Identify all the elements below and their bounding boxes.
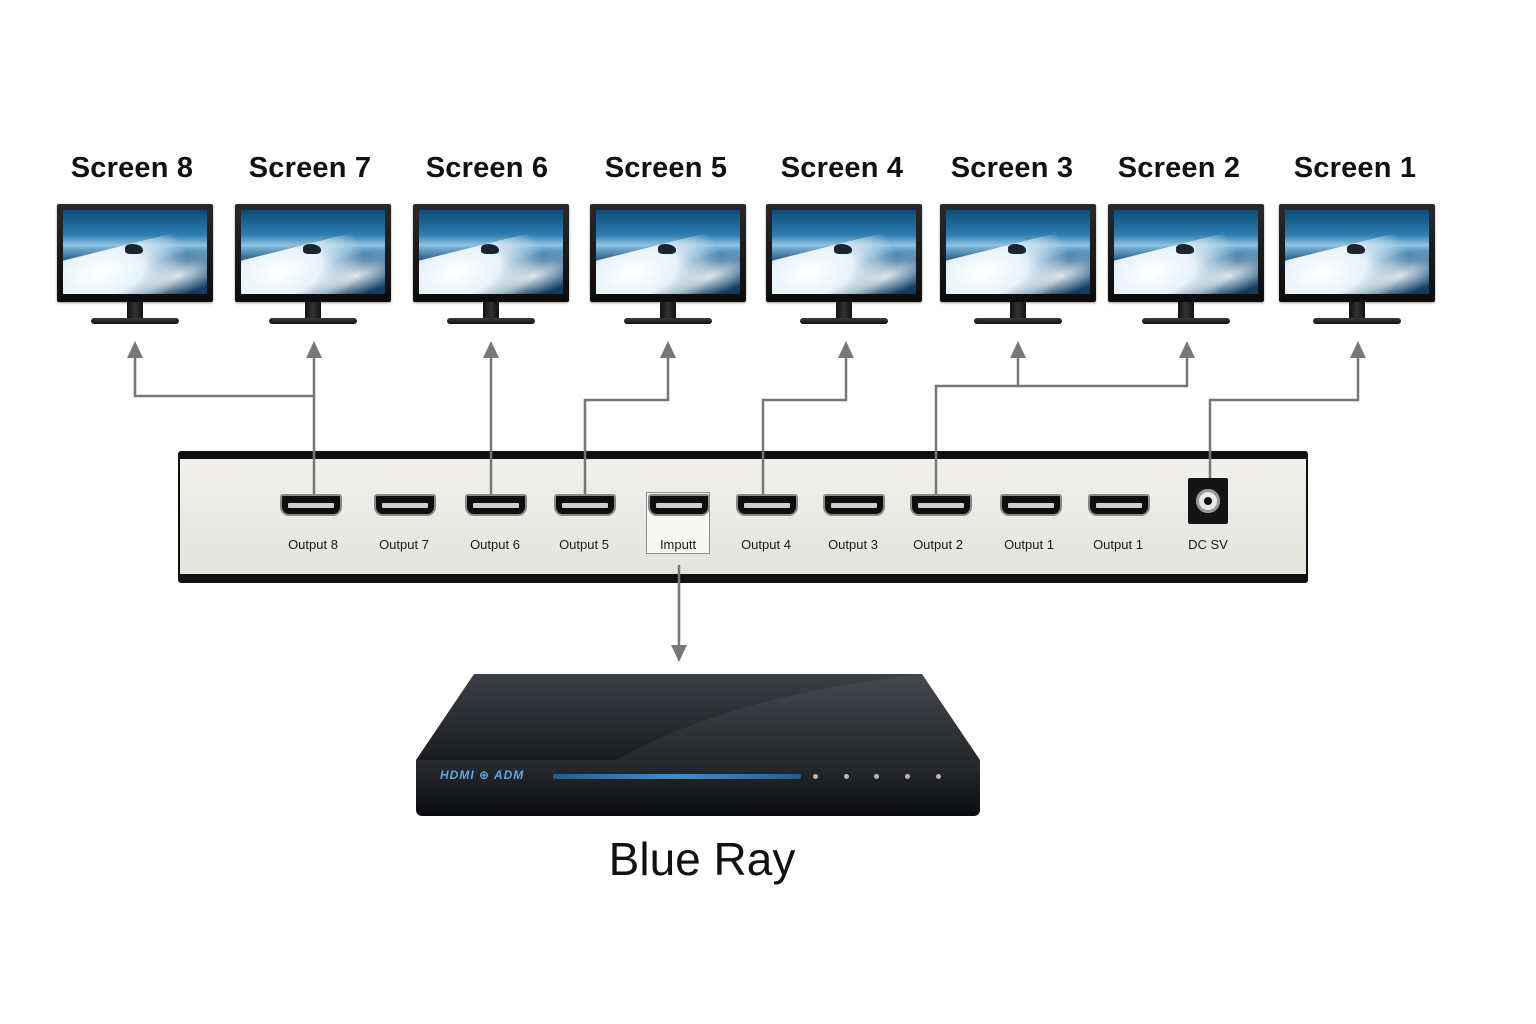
screen-7-label: Screen 7 [248, 152, 372, 184]
screen-3-label: Screen 3 [950, 152, 1074, 184]
wire-output-4 [761, 356, 848, 494]
monitor-bezel [413, 204, 569, 302]
monitor-base [1142, 318, 1230, 324]
port-label-output-7: Output 7 [379, 537, 429, 552]
monitor-bezel [57, 204, 213, 302]
port-label-output-6: Output 6 [470, 537, 520, 552]
monitor-neck [1010, 302, 1026, 318]
monitor-display [596, 210, 740, 294]
arrow-screen-3 [1010, 341, 1026, 358]
player-button-3[interactable] [874, 774, 879, 779]
port-label-output-4: Output 4 [741, 537, 791, 552]
hdmi-port-output-4[interactable] [736, 494, 798, 519]
wire-output-5 [583, 356, 670, 494]
hdmi-port-output-5[interactable] [554, 494, 616, 519]
monitor-neck [1349, 302, 1365, 318]
monitor-base [269, 318, 357, 324]
monitor-screen-1 [1279, 204, 1435, 326]
hdmi-port-output-3[interactable] [823, 494, 885, 519]
hdmi-port-output-1b[interactable] [1088, 494, 1150, 519]
player-button-2[interactable] [844, 774, 849, 779]
player-button-5[interactable] [936, 774, 941, 779]
monitor-bezel [940, 204, 1096, 302]
monitor-display [1114, 210, 1258, 294]
port-label-output-8: Output 8 [288, 537, 338, 552]
port-label-output-1b: Output 1 [1093, 537, 1143, 552]
monitor-screen-7 [235, 204, 391, 326]
monitor-neck [483, 302, 499, 318]
monitor-base [1313, 318, 1401, 324]
player-display-bar [553, 774, 801, 779]
player-button-4[interactable] [905, 774, 910, 779]
monitor-screen-8 [57, 204, 213, 326]
screen-6-label: Screen 6 [425, 152, 549, 184]
monitor-display [772, 210, 916, 294]
player-label: Blue Ray [608, 833, 796, 885]
arrow-screen-7 [306, 341, 322, 358]
wire-output-8-screen-8 [133, 356, 314, 398]
wire-output-2 [934, 356, 1189, 494]
monitor-base [800, 318, 888, 324]
player-top-surface [416, 674, 980, 760]
monitor-display [419, 210, 563, 294]
hdmi-port-input[interactable] [648, 494, 710, 519]
arrow-screen-2 [1179, 341, 1195, 358]
monitor-base [974, 318, 1062, 324]
hdmi-port-output-7[interactable] [374, 494, 436, 519]
arrow-player [671, 645, 687, 662]
screen-2-label: Screen 2 [1117, 152, 1241, 184]
port-label-output-3: Output 3 [828, 537, 878, 552]
monitor-display [63, 210, 207, 294]
port-label-output-5: Output 5 [559, 537, 609, 552]
screen-4-label: Screen 4 [780, 152, 904, 184]
monitor-bezel [235, 204, 391, 302]
player-brand-logo: HDMI ⊕ ADM [440, 768, 525, 782]
monitor-screen-3 [940, 204, 1096, 326]
monitor-screen-2 [1108, 204, 1264, 326]
hdmi-port-output-8[interactable] [280, 494, 342, 519]
dc-power-jack[interactable] [1188, 478, 1228, 524]
monitor-neck [1178, 302, 1194, 318]
screen-8-label: Screen 8 [70, 152, 194, 184]
hdmi-port-output-6[interactable] [465, 494, 527, 519]
arrow-screen-1 [1350, 341, 1366, 358]
splitter-front-panel [180, 459, 1306, 574]
monitor-display [241, 210, 385, 294]
monitor-base [624, 318, 712, 324]
arrow-screen-4 [838, 341, 854, 358]
screen-5-label: Screen 5 [604, 152, 728, 184]
monitor-screen-6 [413, 204, 569, 326]
monitor-bezel [766, 204, 922, 302]
arrow-screen-5 [660, 341, 676, 358]
hdmi-port-output-1a[interactable] [1000, 494, 1062, 519]
monitor-neck [660, 302, 676, 318]
monitor-display [946, 210, 1090, 294]
monitor-screen-4 [766, 204, 922, 326]
screen-1-label: Screen 1 [1293, 152, 1417, 184]
monitor-base [447, 318, 535, 324]
power-label: DC SV [1188, 537, 1228, 552]
hdmi-port-output-2[interactable] [910, 494, 972, 519]
port-label-output-1a: Output 1 [1004, 537, 1054, 552]
port-label-output-2: Output 2 [913, 537, 963, 552]
player-button-1[interactable] [813, 774, 818, 779]
player-front-panel [416, 760, 980, 816]
monitor-bezel [590, 204, 746, 302]
port-label-input: Imputt [659, 537, 697, 552]
monitor-base [91, 318, 179, 324]
monitor-neck [305, 302, 321, 318]
monitor-screen-5 [590, 204, 746, 326]
arrow-screen-6 [483, 341, 499, 358]
monitor-neck [127, 302, 143, 318]
arrow-screen-8 [127, 341, 143, 358]
monitor-neck [836, 302, 852, 318]
monitor-display [1285, 210, 1429, 294]
wire-dc-screen-1 [1208, 356, 1360, 478]
monitor-bezel [1108, 204, 1264, 302]
monitor-bezel [1279, 204, 1435, 302]
